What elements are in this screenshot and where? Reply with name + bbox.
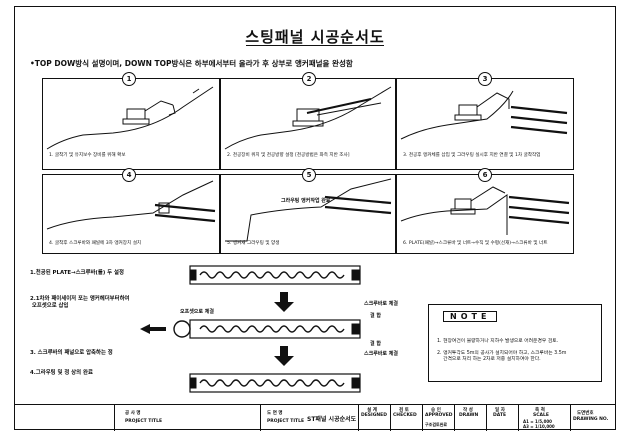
tb-designed: 설 계 DESIGNED — [358, 405, 390, 431]
arrow-down-2 — [274, 346, 294, 366]
step-6-illustration — [400, 186, 570, 235]
diagram-title: 스팅패널 시공순서도 — [245, 28, 385, 46]
step-5-caption: 5. 앵커재 그라우팅 및 양생 — [227, 241, 280, 246]
step-2-illustration — [224, 86, 392, 150]
step-3-illustration — [400, 90, 568, 140]
step-panel-3: 3. 천공후 앵커체를 삽입 및 그라우팅 실시후 지반 연결 및 1차 굴착작… — [396, 78, 574, 170]
tb-project: 공 사 명 PROJECT TITLE — [114, 405, 260, 431]
step-4-caption: 4. 굴착후 스크루바와 패널에 3차 앵커장치 설치 — [49, 241, 142, 246]
rod-label-mid-left: 오프셋으로 체결 — [180, 309, 214, 315]
step-panel-4: 4. 굴착후 스크루바와 패널에 3차 앵커장치 설치 — [42, 174, 220, 254]
step-3-caption: 3. 천공후 앵커체를 삽입 및 그라우팅 실시후 지반 연결 및 1차 굴착작… — [403, 153, 541, 158]
procedure-step-3: 3. 스크루바의 패널으로 압축하는 정 — [30, 350, 113, 356]
drawing-sheet — [14, 6, 616, 430]
procedure-step-4: 4.그라우팅 및 정 상의 완료 — [30, 370, 93, 376]
rod-label-mid-right-b: 결 합 — [370, 341, 381, 347]
step-4-number: 4 — [122, 168, 136, 182]
rod-label-top-right: 스크루바로 체결 — [364, 301, 398, 307]
tb-checked: 검 토 CHECKED — [390, 405, 422, 431]
tb-drawing-no: 도면번호 DRAWING NO. — [570, 405, 616, 431]
arrow-down-1 — [274, 292, 294, 312]
step-panel-6: 6. PLATE(패널)→스크류바 및 너트→수직 및 수평(선재)→스크류바 … — [396, 174, 574, 254]
step-panel-1: 1. 굴착기 및 유지보수 장비를 위해 확보 — [42, 78, 220, 170]
step-1-caption: 1. 굴착기 및 유지보수 장비를 위해 확보 — [49, 153, 126, 158]
tb-drawing-name: 도 면 명 PROJECT TITLE ST패널 시공순서도 — [260, 405, 358, 431]
note-item-1: 1. 현장여건이 불량하거나 지하수 발생으로 어려운경우 검토. — [437, 339, 559, 344]
tb-approved: 승 인 APPROVED 구조검토완료 — [422, 405, 454, 431]
note-box: NOTE 1. 현장여건이 불량하거나 지하수 발생으로 어려운경우 검토. 2… — [428, 304, 602, 382]
rod-label-mid-right-a: 결 합 — [370, 313, 381, 319]
step-1-illustration — [46, 86, 214, 150]
step-6-caption: 6. PLATE(패널)→스크류바 및 너트→수직 및 수평(선재)→스크류바 … — [403, 241, 548, 246]
rod-label-bot-right: 스크루바로 체결 — [364, 351, 398, 357]
step-3-number: 3 — [478, 72, 492, 86]
note-heading: NOTE — [443, 311, 498, 322]
step-panel-5: 그라우팅 앵커작업 완료 5. 앵커재 그라우팅 및 양생 — [220, 174, 396, 254]
step-1-number: 1 — [122, 72, 136, 86]
procedure-step-1: 1.천공된 PLATE→스크루바(를) 두 설정 — [30, 270, 124, 276]
rod-assembly-diagram — [140, 265, 361, 393]
rod-3 — [189, 373, 361, 393]
step-6-number: 6 — [478, 168, 492, 182]
title-block-cells: 공 사 명 PROJECT TITLE 도 면 명 PROJECT TITLE … — [114, 405, 616, 431]
rod-2 — [173, 319, 361, 339]
rod-1 — [189, 265, 361, 285]
step-2-caption: 2. 천공장비 위치 및 천공방향 설정 [천공방법은 좌측 지반 조사] — [227, 153, 350, 158]
tb-drawn: 작 성 DRAWN — [454, 405, 486, 431]
note-item-2: 2. 앵커투각도 5m의 공사가 설치되어야 하고, 스크루바는 3.5m 간격… — [437, 351, 567, 362]
title-underline — [246, 45, 384, 46]
tb-date: 일 자 DATE — [486, 405, 518, 431]
step-2-number: 2 — [302, 72, 316, 86]
intro-note: •TOP DOW방식 설명이며, DOWN TOP방식은 하부에서부터 올라가 … — [30, 59, 353, 68]
procedure-step-2: 2.1차와 패이세이저 포는 앵커헤더부터하여 오프셋으로 삽입 — [30, 296, 130, 309]
step-panel-2: 2. 천공장비 위치 및 천공방향 설정 [천공방법은 좌측 지반 조사] — [220, 78, 396, 170]
tb-scale: 축 척 SCALE A1 = 1/5,000 A3 = 1/10,000 — [518, 405, 570, 431]
tb-drawing-title: ST패널 시공순서도 — [307, 416, 357, 423]
step-4-illustration — [46, 180, 216, 230]
step-5-note: 그라우팅 앵커작업 완료 — [281, 198, 331, 204]
title-block: 공 사 명 PROJECT TITLE 도 면 명 PROJECT TITLE … — [14, 404, 616, 431]
step-5-illustration — [225, 178, 392, 242]
arrow-left — [140, 324, 166, 334]
step-5-number: 5 — [302, 168, 316, 182]
